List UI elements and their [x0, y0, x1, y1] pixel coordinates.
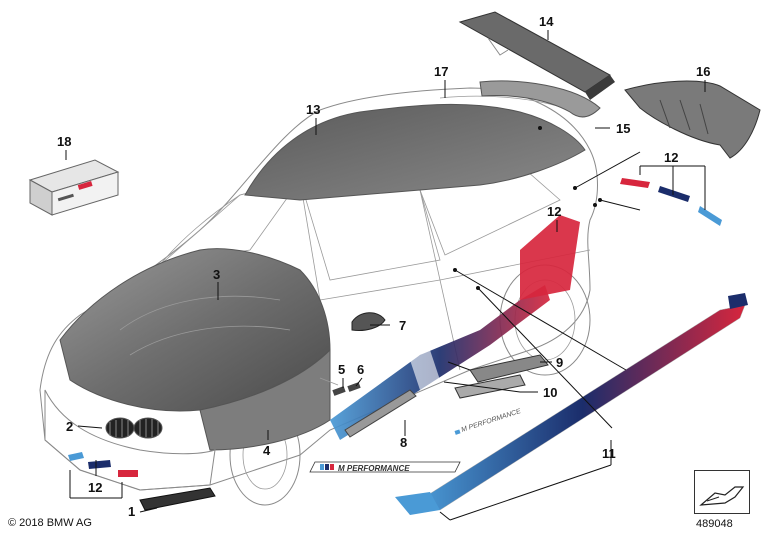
- callout-14: 14: [539, 14, 554, 29]
- front-bumper: [44, 389, 216, 491]
- front-stripe-flics: [68, 452, 138, 477]
- rear-stripe-flics: [620, 178, 722, 226]
- callout-13: 13: [306, 102, 320, 117]
- callout-11: 11: [602, 446, 616, 461]
- callout-6: 6: [357, 362, 364, 377]
- callouts: 1 2 3 4 5 6 7 8 9 10 11 12 12 12 13 14 1…: [57, 14, 710, 519]
- callout-3: 3: [213, 267, 220, 282]
- callout-9: 9: [556, 355, 563, 370]
- callout-7: 7: [399, 318, 406, 333]
- leader-lines: [65, 30, 706, 521]
- callout-5: 5: [338, 362, 345, 377]
- callout-18: 18: [57, 134, 71, 149]
- m-performance-small-text: M PERFORMANCE: [460, 408, 522, 434]
- trunk-lip-spoiler: [479, 80, 601, 118]
- m-performance-badge: M PERFORMANCE: [309, 461, 461, 473]
- rear-quarter-stripe: [520, 215, 580, 300]
- callout-1: 1: [128, 504, 135, 519]
- kidney-grille: [105, 417, 163, 439]
- door-sill-plate: [344, 389, 417, 438]
- diagram-view-icon: [694, 470, 750, 514]
- callout-2: 2: [66, 419, 73, 434]
- mirror-cap: [351, 312, 386, 331]
- copyright-text: © 2018 BMW AG: [8, 517, 92, 529]
- callout-4: 4: [263, 443, 271, 458]
- callout-12-side: 12: [547, 204, 561, 219]
- callout-16: 16: [696, 64, 710, 79]
- badge-6: [347, 382, 361, 392]
- m-performance-small-decal: M PERFORMANCE: [454, 408, 522, 435]
- rear-diffuser: [624, 80, 761, 159]
- carbon-hood: [59, 248, 331, 412]
- callout-8: 8: [400, 435, 407, 450]
- front-splitter: [139, 487, 216, 511]
- rear-wing: [458, 11, 615, 100]
- door-side-stripe: [330, 285, 550, 440]
- document-number: 489048: [696, 518, 733, 530]
- carbon-roof: [244, 103, 586, 201]
- emblem-kit-box: [28, 159, 120, 216]
- callout-12-rear: 12: [664, 150, 678, 165]
- front-fender: [199, 348, 331, 451]
- sill-cover-9: [469, 354, 549, 383]
- sill-cover-10: [454, 374, 526, 399]
- car-outline-icon: [699, 486, 745, 506]
- callout-17: 17: [434, 64, 448, 79]
- callout-15: 15: [616, 121, 630, 136]
- m-performance-badge-text: M PERFORMANCE: [338, 464, 410, 473]
- callout-12-front: 12: [88, 480, 102, 495]
- callout-10: 10: [543, 385, 557, 400]
- badge-5: [332, 386, 346, 396]
